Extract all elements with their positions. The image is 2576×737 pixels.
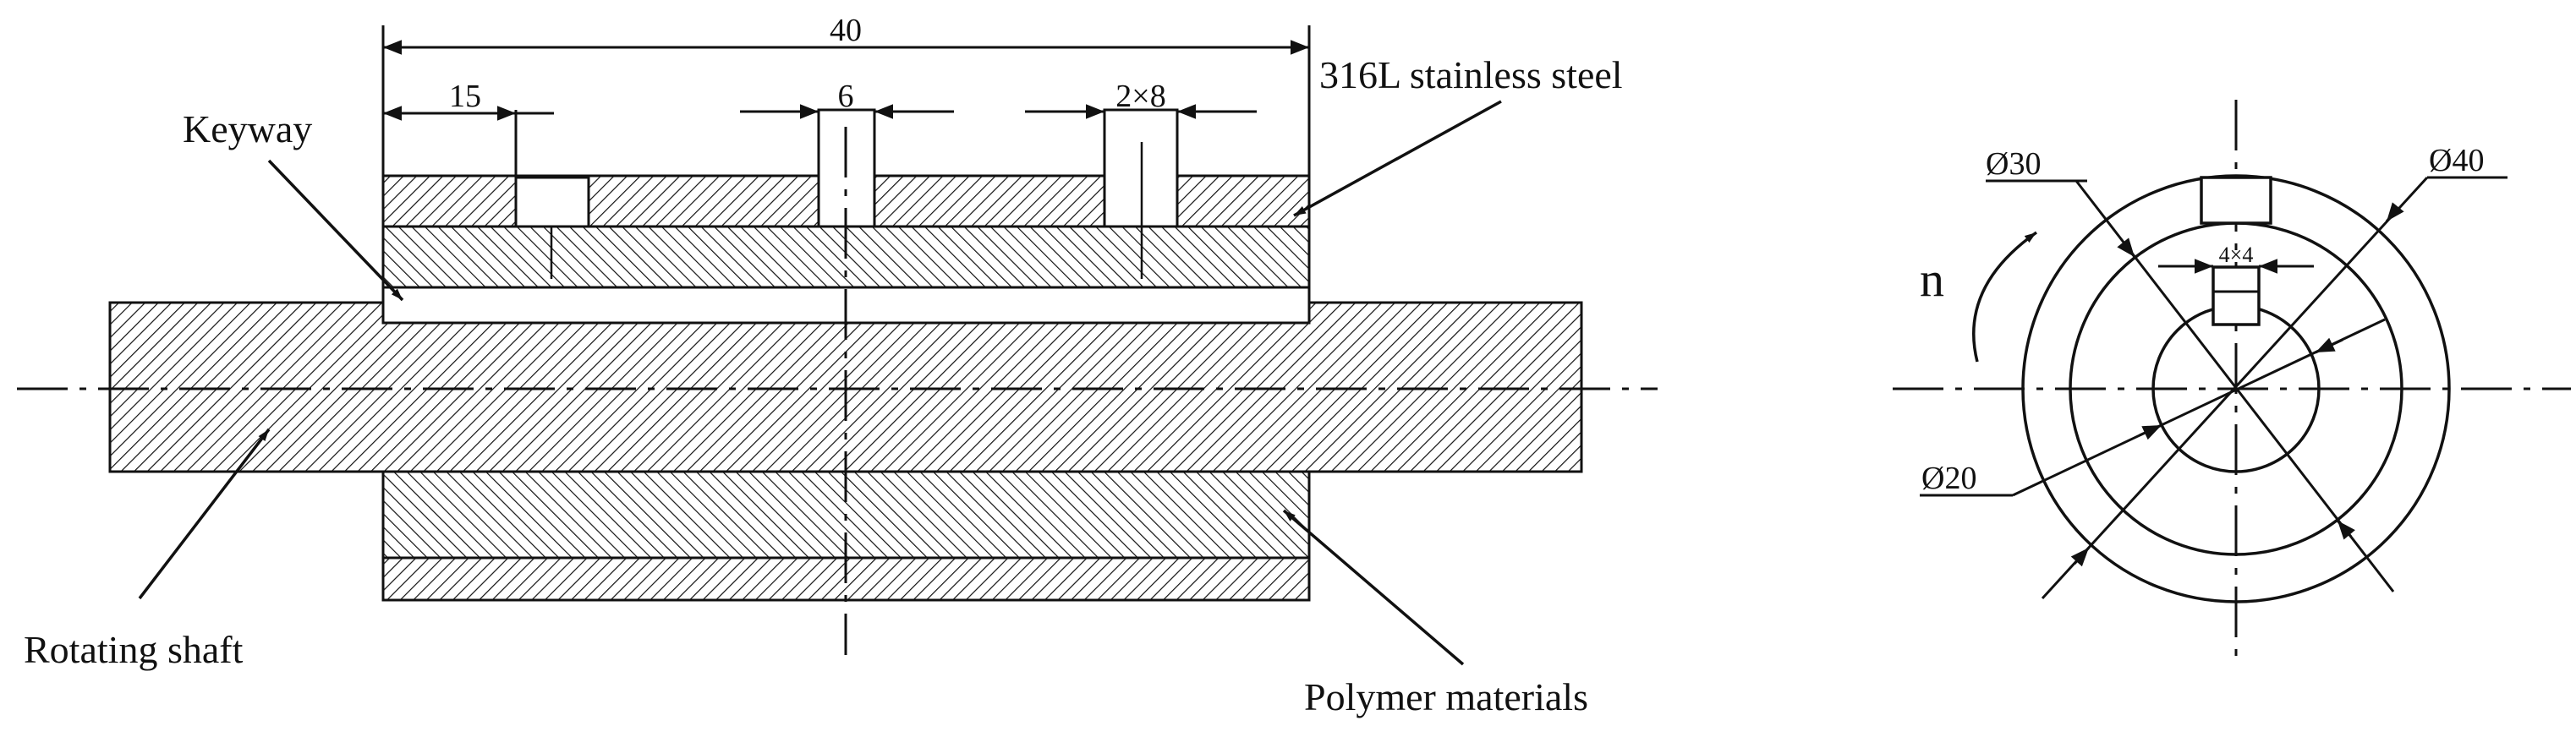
d20-label: Ø20 bbox=[1921, 461, 1976, 496]
inner-keyway bbox=[2212, 265, 2261, 326]
outer-circle bbox=[2021, 174, 2451, 603]
shaft-label: Rotating shaft bbox=[24, 628, 244, 671]
shaft-leader bbox=[138, 428, 271, 600]
d40-leader bbox=[2041, 176, 2429, 600]
keyway-label: Keyway bbox=[183, 107, 312, 150]
cross-section-view: 4×4 n Ø30 Ø40 Ø20 bbox=[1893, 100, 2571, 661]
steel-leader bbox=[1293, 100, 1502, 217]
rotation-symbol: n bbox=[1920, 252, 1944, 307]
keyway-size-text: 4×4 bbox=[2219, 243, 2254, 267]
d30-label: Ø30 bbox=[1986, 146, 2041, 182]
dimension-2x8-text: 2×8 bbox=[1115, 79, 1165, 114]
dimension-15-text: 15 bbox=[449, 79, 481, 114]
outer-keyway bbox=[2200, 176, 2272, 225]
dimension-6-text: 6 bbox=[838, 79, 854, 114]
dimension-40-text: 40 bbox=[830, 13, 862, 48]
steel-label: 316L stainless steel bbox=[1319, 53, 1623, 96]
keyway-leader bbox=[267, 159, 404, 302]
polymer-label: Polymer materials bbox=[1304, 675, 1588, 718]
polymer-leader bbox=[1282, 509, 1465, 666]
rotation-arrow bbox=[1972, 231, 2038, 363]
side-view: 40 15 6 2×8 Keyway 316L stainless steel … bbox=[17, 13, 1658, 718]
hole-left bbox=[514, 176, 590, 228]
d40-label: Ø40 bbox=[2429, 143, 2484, 178]
